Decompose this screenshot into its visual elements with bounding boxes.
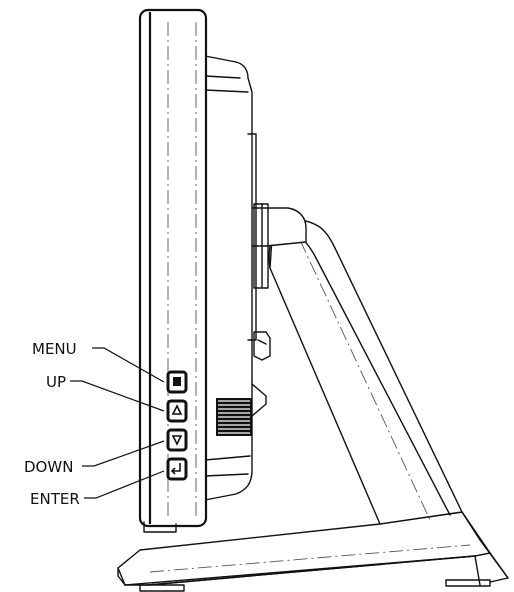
menu-button[interactable] (166, 370, 188, 394)
up-label: UP (46, 373, 66, 391)
enter-arrow-icon (170, 463, 181, 475)
hinge-bracket (249, 203, 307, 361)
vent-grille (216, 398, 252, 436)
menu-label: MENU (32, 340, 77, 358)
back-housing (204, 55, 267, 501)
down-label: DOWN (24, 458, 73, 476)
stand-base (117, 511, 509, 592)
down-triangle-icon (171, 435, 183, 446)
enter-label: ENTER (30, 490, 80, 508)
up-button[interactable] (166, 399, 188, 423)
monitor-panel (138, 8, 208, 533)
callout-leaders (70, 347, 165, 499)
enter-button[interactable] (166, 457, 188, 481)
stand-arm (268, 219, 463, 525)
control-buttons (166, 370, 188, 481)
up-triangle-icon (171, 404, 183, 415)
down-button[interactable] (166, 428, 188, 452)
square-icon (173, 377, 181, 386)
